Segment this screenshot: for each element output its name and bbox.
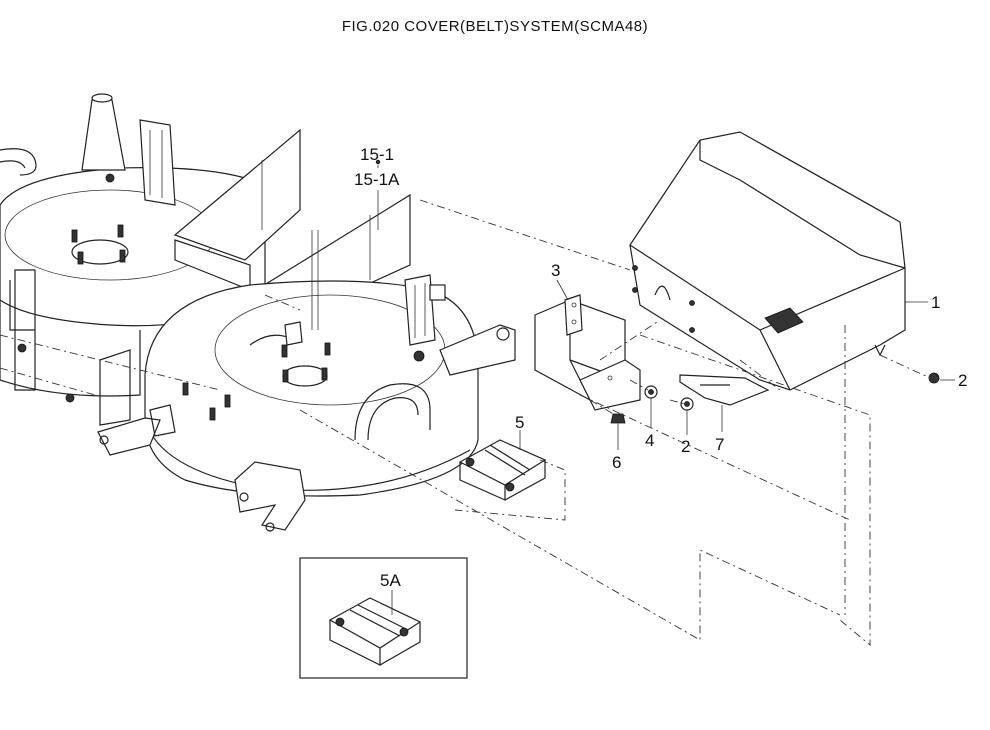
callout-1: 1 <box>931 293 940 312</box>
leader-lines <box>375 159 955 615</box>
callout-6: 6 <box>612 453 621 472</box>
callout-15-1: 15-1 <box>360 145 394 164</box>
part-7-guide <box>679 374 770 406</box>
callout-7: 7 <box>715 435 724 454</box>
fasteners <box>610 372 940 424</box>
callout-2-middle: 2 <box>681 437 690 456</box>
front-deck <box>97 230 516 532</box>
callout-2-right: 2 <box>958 371 967 390</box>
callout-5a: 5A <box>380 571 401 590</box>
callout-labels: 15-1 15-1A 1 2 3 5 6 4 2 7 5A <box>354 145 967 590</box>
callout-3: 3 <box>551 261 560 280</box>
figure-title: FIG.020 COVER(BELT)SYSTEM(SCMA48) <box>341 18 649 35</box>
part-5-bracket <box>458 439 547 501</box>
mower-deck-assembly <box>0 93 266 426</box>
callout-15-1a: 15-1A <box>354 170 400 189</box>
assembly-lines <box>0 199 931 646</box>
inset-5a <box>299 557 468 679</box>
part-1-belt-cover <box>629 131 906 391</box>
part-3-bracket <box>534 294 641 411</box>
callout-5: 5 <box>515 413 524 432</box>
callout-4: 4 <box>645 431 654 450</box>
